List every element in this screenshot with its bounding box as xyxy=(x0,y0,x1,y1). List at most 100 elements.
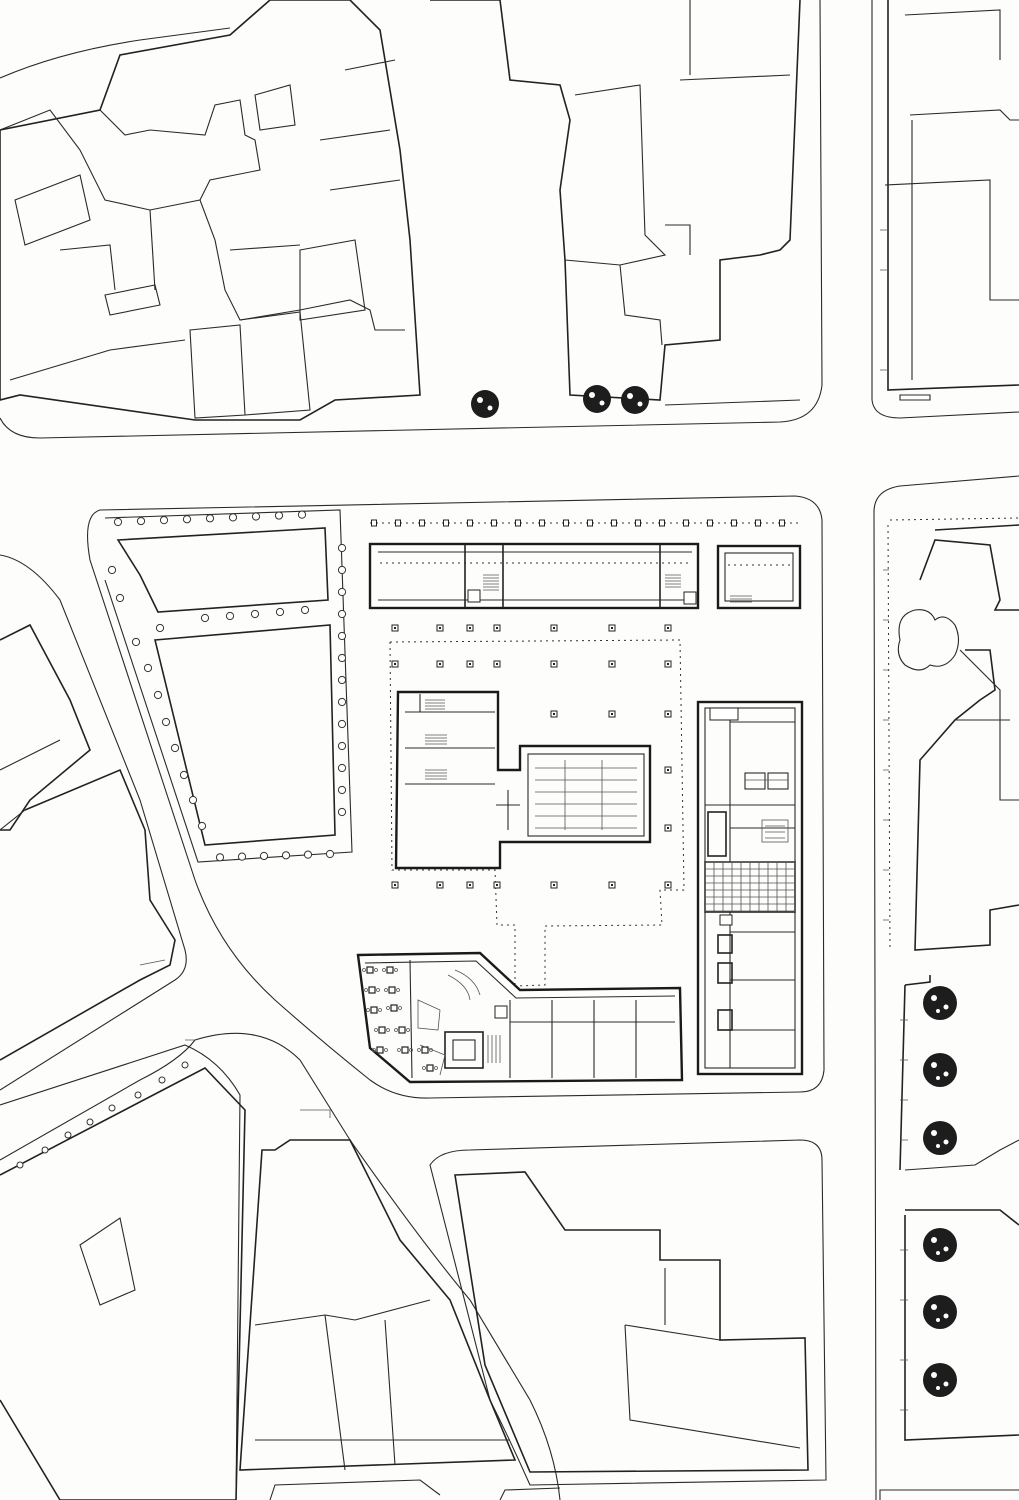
cafe-table xyxy=(368,986,376,994)
colonnade-column xyxy=(41,1146,49,1154)
column-marker xyxy=(371,519,377,527)
colonnade-column xyxy=(337,609,347,619)
colonnade-column xyxy=(143,663,153,673)
colonnade-column xyxy=(337,675,347,685)
colonnade-column xyxy=(251,512,261,521)
colonnade-column xyxy=(205,514,215,523)
colonnade-column xyxy=(303,850,313,859)
trees-east xyxy=(923,986,957,1397)
column-marker xyxy=(467,519,473,527)
cafe-table xyxy=(388,986,396,994)
cafe-table xyxy=(401,1046,409,1054)
cafe-table xyxy=(366,966,374,974)
colonnade-building xyxy=(104,509,353,863)
west-buildings xyxy=(0,623,176,1061)
tree-symbol xyxy=(583,385,611,413)
staircase xyxy=(447,969,501,1063)
colonnade-column xyxy=(155,623,165,633)
courtyard-column-markers xyxy=(391,624,672,889)
column-marker xyxy=(779,519,785,527)
colonnade-column xyxy=(250,609,260,619)
cafe-tables xyxy=(362,966,438,1072)
north-west-buildings xyxy=(0,0,421,421)
colonnade-column xyxy=(200,613,210,623)
colonnade-column xyxy=(215,853,225,862)
column-marker xyxy=(755,519,761,527)
colonnade-column xyxy=(275,607,285,617)
column-marker xyxy=(659,519,665,527)
colonnade-column xyxy=(181,1061,189,1069)
north-wing xyxy=(368,542,700,610)
colonnade-column xyxy=(159,516,169,525)
colonnade-column xyxy=(188,795,198,805)
colonnade-column xyxy=(134,1091,142,1099)
cafe-table xyxy=(398,1026,406,1034)
tree-symbol xyxy=(923,986,957,1020)
column-marker xyxy=(563,519,569,527)
colonnade-column xyxy=(158,1076,166,1084)
column-marker xyxy=(515,519,521,527)
colonnade-column xyxy=(337,565,347,575)
tree-symbol xyxy=(621,386,649,414)
auditorium-seating xyxy=(535,760,637,830)
column-marker xyxy=(491,519,497,527)
staircase xyxy=(467,574,697,605)
tree-symbol xyxy=(923,1053,957,1087)
column-marker xyxy=(419,519,425,527)
colonnade-column xyxy=(337,807,347,817)
colonnade-column xyxy=(237,852,247,861)
tree-symbol xyxy=(923,1295,957,1329)
tree-symbol xyxy=(471,390,499,418)
colonnade-column xyxy=(281,851,291,860)
colonnade-column xyxy=(113,517,123,527)
cafe-table xyxy=(386,966,394,974)
staircase xyxy=(425,699,447,780)
roundabout xyxy=(897,609,960,671)
colonnade-column xyxy=(274,511,284,520)
colonnade-column xyxy=(228,513,238,522)
column-marker xyxy=(731,519,737,527)
colonnade-column xyxy=(108,1104,116,1112)
column-marker xyxy=(707,519,713,527)
tree-symbol xyxy=(923,1363,957,1397)
colonnade-column xyxy=(179,770,189,780)
east-wing xyxy=(696,700,804,1076)
courtyard-block xyxy=(79,1217,136,1306)
east-buildings xyxy=(883,517,1019,1441)
colonnade-column xyxy=(337,697,347,707)
north-center-buildings xyxy=(430,0,801,406)
colonnade-column xyxy=(86,1118,94,1126)
south-wing xyxy=(356,951,684,1084)
colonnade-column xyxy=(131,637,141,647)
cafe-table xyxy=(370,1006,378,1014)
colonnade-column xyxy=(153,690,163,700)
cafe-table xyxy=(376,1046,384,1054)
colonnade-column xyxy=(225,611,235,621)
trees-north xyxy=(471,385,649,418)
column-marker xyxy=(395,519,401,527)
colonnade-columns xyxy=(107,510,347,862)
column-marker xyxy=(683,519,689,527)
central-hall xyxy=(394,690,652,870)
colonnade-column xyxy=(170,743,180,753)
colonnade-column xyxy=(325,849,335,859)
south-center-buildings xyxy=(454,1171,809,1473)
glazed-roof-grid xyxy=(704,861,796,913)
cafe-table xyxy=(426,1064,434,1072)
column-marker xyxy=(539,519,545,527)
colonnade-column xyxy=(16,1161,24,1169)
colonnade-column xyxy=(182,515,192,524)
column-marker xyxy=(611,519,617,527)
arcade-column-markers xyxy=(371,519,785,527)
cafe-table xyxy=(390,1004,398,1012)
north-east-pavilion xyxy=(716,544,802,610)
north-east-building xyxy=(880,0,1019,401)
column-marker xyxy=(587,519,593,527)
column-marker xyxy=(443,519,449,527)
colonnade-column xyxy=(161,717,171,727)
colonnade-column xyxy=(297,510,307,519)
colonnade-column xyxy=(115,593,125,603)
colonnade-column xyxy=(300,605,310,615)
colonnade-column xyxy=(337,785,347,795)
